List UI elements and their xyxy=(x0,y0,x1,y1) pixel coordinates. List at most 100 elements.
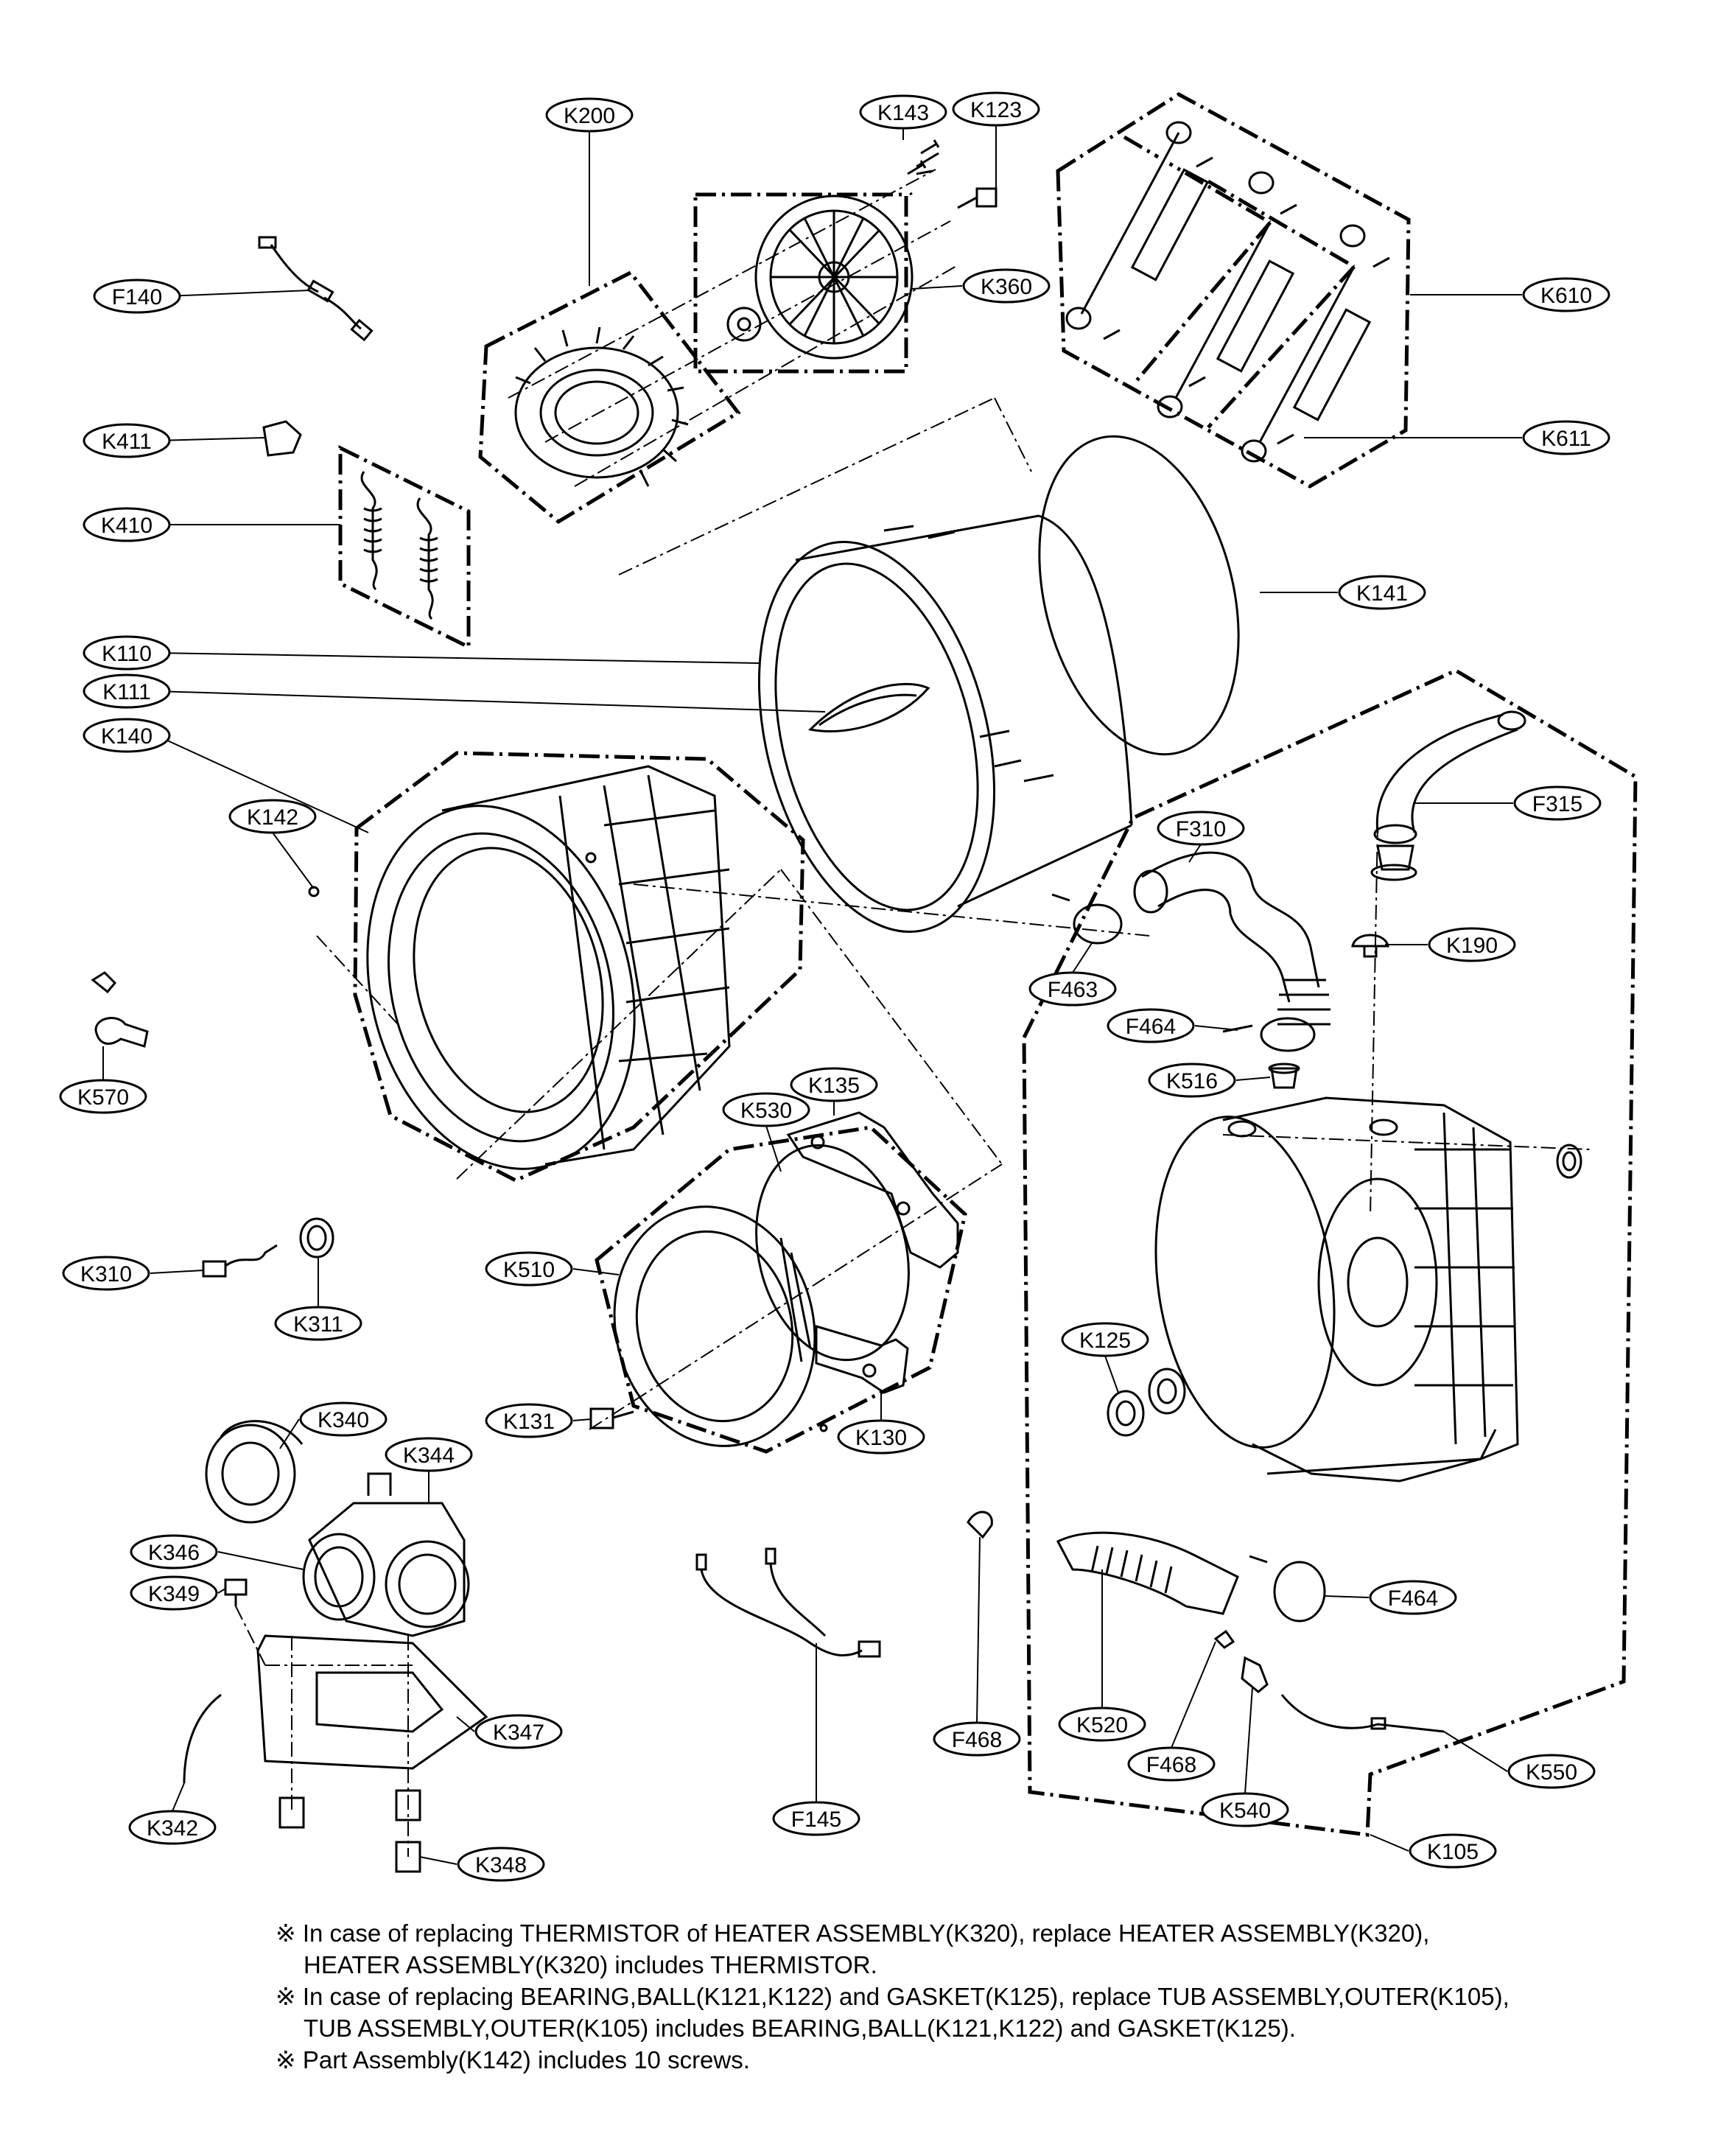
k125-gasket xyxy=(1107,1368,1186,1437)
callout-label: F468 xyxy=(1146,1753,1196,1777)
callout-k200: K200 xyxy=(545,97,634,133)
k610-shock-absorbers xyxy=(1065,121,1390,463)
k200-group-outline xyxy=(478,270,741,525)
callout-k131: K131 xyxy=(485,1403,573,1438)
callout-label: K135 xyxy=(808,1074,860,1098)
note-line-5: ※ Part Assembly(K142) includes 10 screws… xyxy=(276,2046,750,2073)
k105-outer-tub xyxy=(1154,1096,1519,1483)
callout-k342: K342 xyxy=(128,1810,217,1845)
k140-tub-front xyxy=(308,765,731,1170)
k347-base-plate xyxy=(256,1634,488,1770)
callout-label: K190 xyxy=(1446,934,1498,958)
k310-sensor xyxy=(202,1244,278,1278)
callout-k340: K340 xyxy=(299,1401,388,1437)
callout-label: K347 xyxy=(493,1721,544,1745)
k570-nozzle xyxy=(91,971,149,1048)
callout-f463: F463 xyxy=(1028,971,1117,1007)
k520-drain-hose xyxy=(1056,1531,1239,1615)
k349-screw xyxy=(224,1578,248,1606)
callout-label: K346 xyxy=(148,1541,200,1565)
callout-label: K340 xyxy=(318,1408,369,1432)
callout-label: F464 xyxy=(1388,1586,1438,1611)
callout-k611: K611 xyxy=(1522,420,1610,455)
f464-clamp-lower xyxy=(1249,1555,1326,1623)
callout-label: K348 xyxy=(475,1853,527,1877)
k540-connector xyxy=(1241,1656,1269,1693)
callout-label: F463 xyxy=(1048,978,1098,1002)
note-line-1: ※ In case of replacing THERMISTOR of HEA… xyxy=(276,1919,1430,1947)
callout-label: F315 xyxy=(1532,792,1582,816)
callout-label: K611 xyxy=(1541,427,1591,451)
k110-inner-drum xyxy=(757,514,1133,933)
k346-filter-ring xyxy=(302,1533,376,1621)
callout-f468: F468 xyxy=(1127,1746,1216,1782)
callout-k516: K516 xyxy=(1148,1063,1236,1098)
f468-clip xyxy=(967,1511,993,1539)
f310-hose xyxy=(1133,851,1330,1026)
callout-label: F464 xyxy=(1126,1015,1176,1039)
callout-k540: K540 xyxy=(1201,1792,1289,1827)
callout-f464: F464 xyxy=(1107,1008,1195,1043)
callout-k346: K346 xyxy=(130,1534,218,1569)
callout-label: K141 xyxy=(1356,581,1408,606)
callout-label: K310 xyxy=(80,1262,132,1287)
callout-label: K516 xyxy=(1166,1069,1218,1093)
k190-valve xyxy=(1351,934,1389,958)
callout-k360: K360 xyxy=(962,268,1051,304)
callout-k411: K411 xyxy=(83,423,171,458)
callout-k310: K310 xyxy=(62,1256,150,1291)
callout-k349: K349 xyxy=(130,1575,218,1611)
k610-group-outline xyxy=(1056,92,1411,489)
callout-label: F468 xyxy=(952,1728,1002,1752)
group-boundaries xyxy=(338,92,1638,1837)
callout-k190: K190 xyxy=(1428,927,1516,962)
k143-bolts xyxy=(907,139,940,175)
callout-k125: K125 xyxy=(1061,1322,1149,1357)
callout-k344: K344 xyxy=(385,1437,473,1472)
callout-label: K123 xyxy=(970,98,1022,122)
callout-label: K130 xyxy=(855,1426,907,1450)
k410-group-outline xyxy=(338,444,471,651)
callout-label: K520 xyxy=(1076,1713,1128,1737)
callout-k123: K123 xyxy=(952,91,1040,127)
callout-f464: F464 xyxy=(1369,1580,1457,1615)
callout-label: K360 xyxy=(981,275,1032,299)
k516-cap xyxy=(1268,1063,1300,1089)
callout-label: K342 xyxy=(147,1816,198,1841)
f468-clip-lower xyxy=(1213,1629,1235,1649)
callout-label: F140 xyxy=(112,285,162,309)
callout-k111: K111 xyxy=(83,673,171,709)
callout-k570: K570 xyxy=(59,1079,147,1114)
k410-springs xyxy=(360,471,438,620)
k550-wire xyxy=(1280,1694,1445,1733)
callout-label: F310 xyxy=(1176,817,1226,841)
callout-label: K349 xyxy=(148,1582,200,1606)
callout-label: K510 xyxy=(503,1258,555,1282)
callout-k610: K610 xyxy=(1522,277,1610,312)
callout-label: F145 xyxy=(791,1807,841,1832)
f463-clamp xyxy=(1051,893,1123,945)
k344-pump-housing xyxy=(308,1472,470,1637)
callout-label: K540 xyxy=(1219,1799,1271,1823)
callout-label: K530 xyxy=(740,1099,792,1123)
callout-k140: K140 xyxy=(83,718,171,753)
k130-group-outline xyxy=(595,1125,967,1454)
callout-f468: F468 xyxy=(933,1721,1021,1757)
callout-k520: K520 xyxy=(1058,1707,1146,1742)
callout-label: K344 xyxy=(403,1443,455,1468)
callout-label: K550 xyxy=(1526,1760,1577,1785)
callout-f145: F145 xyxy=(772,1801,860,1836)
callout-f315: F315 xyxy=(1513,785,1602,821)
k140-group-outline xyxy=(353,751,805,1183)
k111-lifter xyxy=(807,682,930,732)
k130-bracket xyxy=(815,1324,909,1432)
k200-stator xyxy=(514,326,689,487)
note-line-4: TUB ASSEMBLY,OUTER(K105) includes BEARIN… xyxy=(304,2015,1296,2042)
k360-rotor xyxy=(726,152,939,360)
callout-label: K142 xyxy=(247,805,298,830)
callout-label: K111 xyxy=(102,680,151,704)
callout-k410: K410 xyxy=(83,507,171,542)
note-line-3: ※ In case of replacing BEARING,BALL(K121… xyxy=(276,1983,1510,2010)
f140-wire-harness xyxy=(258,236,374,342)
notes-block: ※ In case of replacing THERMISTOR of HEA… xyxy=(276,1917,1675,2076)
